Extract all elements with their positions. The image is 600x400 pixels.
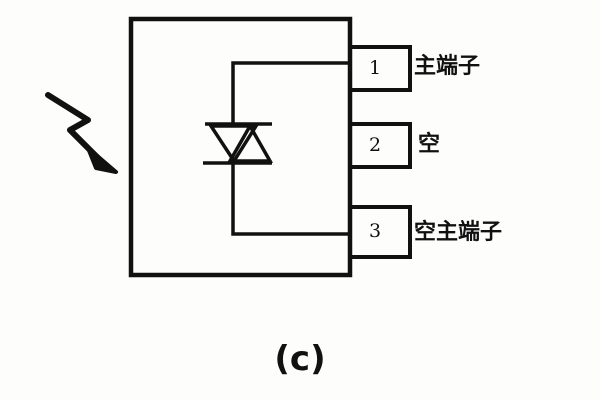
lightning-arrow-icon bbox=[45, 92, 118, 174]
wire-terminal-3 bbox=[231, 163, 350, 236]
pin-label-2: 空 bbox=[418, 132, 441, 157]
pin-box-2 bbox=[348, 122, 412, 169]
figure-caption: (c) bbox=[274, 339, 326, 379]
pin-label-3: 空主端子 bbox=[414, 220, 503, 245]
pin-label-1: 主端子 bbox=[414, 54, 481, 79]
pin-box-3 bbox=[348, 205, 412, 259]
pin-number-1: 1 bbox=[368, 57, 382, 79]
pin-number-3: 3 bbox=[368, 220, 382, 242]
wire-terminal-1 bbox=[231, 61, 350, 124]
triac-symbol-icon bbox=[203, 122, 274, 165]
pin-number-2: 2 bbox=[368, 134, 382, 156]
pin-box-1 bbox=[348, 45, 412, 92]
package-body bbox=[128, 16, 353, 278]
